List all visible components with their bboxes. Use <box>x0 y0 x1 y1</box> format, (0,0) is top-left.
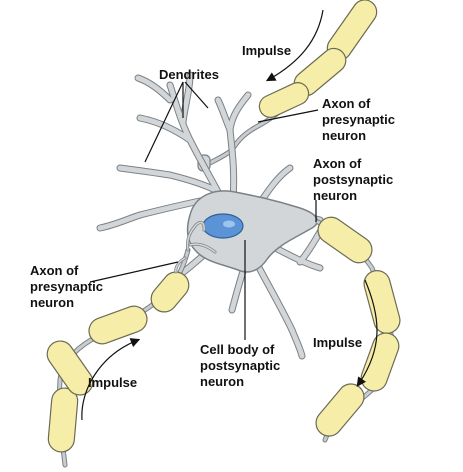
label-axon-presynaptic-left: Axon of presynaptic neuron <box>30 263 107 310</box>
myelin-sheath-left-2 <box>46 340 94 396</box>
impulse-arrow-left <box>81 338 141 421</box>
myelin-sheath-top-3 <box>258 82 310 118</box>
label-cell-body: Cell body of postsynaptic neuron <box>200 342 284 389</box>
impulse-arrow-top <box>265 9 324 82</box>
nucleolus <box>223 220 235 228</box>
myelin-sheath-right-3 <box>360 332 400 392</box>
label-impulse-top: Impulse <box>242 43 291 58</box>
myelin-sheath-right-2 <box>363 270 401 334</box>
myelin-sheath-left-4 <box>150 271 190 313</box>
label-axon-postsynaptic: Axon of postsynaptic neuron <box>313 156 397 203</box>
presynaptic-axon-left <box>46 221 217 468</box>
label-impulse-left: Impulse <box>88 375 137 390</box>
postsynaptic-axon <box>315 216 401 443</box>
label-axon-presynaptic-top: Axon of presynaptic neuron <box>322 96 399 143</box>
myelin-sheath-left-3 <box>88 305 148 345</box>
leader-lines <box>89 81 319 340</box>
label-dendrites: Dendrites <box>159 67 219 82</box>
myelin-sheath-right-4 <box>315 383 365 437</box>
impulse-arrow-right <box>356 279 378 387</box>
cell-body <box>186 190 319 273</box>
myelin-sheath-left-1 <box>47 387 79 453</box>
myelin-sheath-right-1 <box>317 216 373 264</box>
presynaptic-axon-top <box>197 0 378 172</box>
label-impulse-right: Impulse <box>313 335 362 350</box>
nucleus <box>202 213 244 239</box>
